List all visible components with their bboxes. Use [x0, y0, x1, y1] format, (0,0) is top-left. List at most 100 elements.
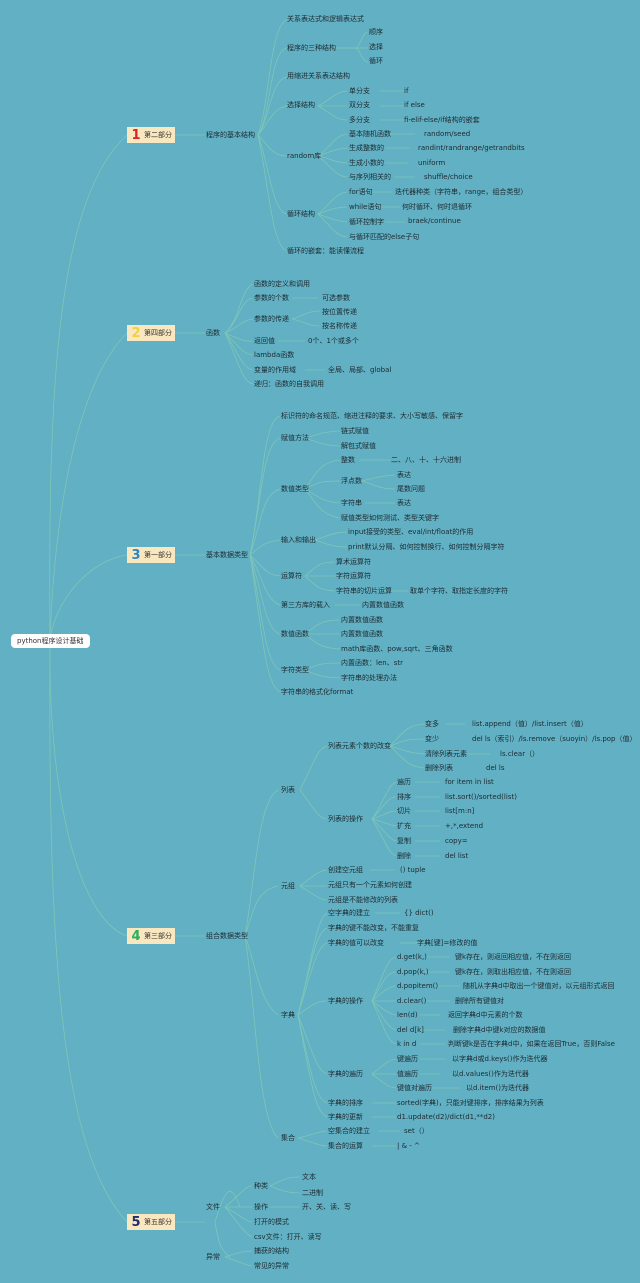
node[interactable]: 以d.item()为迭代器: [466, 1084, 529, 1092]
node[interactable]: 循环控制字: [349, 218, 384, 226]
node[interactable]: 键遍历: [397, 1055, 418, 1063]
node[interactable]: 打开的模式: [254, 1218, 289, 1226]
node[interactable]: 单分支: [349, 87, 370, 95]
node[interactable]: d.pop(k,): [397, 968, 429, 976]
section-2-node[interactable]: 2 第四部分: [127, 325, 175, 341]
node[interactable]: 字符串的处理办法: [341, 674, 397, 682]
node[interactable]: 键k存在，则取出相应值，不在则返回: [455, 968, 572, 976]
node[interactable]: +,*,extend: [445, 822, 484, 830]
topic-program-structure[interactable]: 程序的基本结构: [206, 131, 255, 139]
node[interactable]: 参数的传递: [254, 315, 289, 323]
node[interactable]: 与循环匹配的else子句: [349, 233, 420, 241]
node[interactable]: copy=: [445, 837, 468, 845]
node[interactable]: 删除: [397, 852, 411, 860]
topic-functions[interactable]: 函数: [206, 329, 220, 337]
node[interactable]: random库: [287, 152, 322, 160]
node[interactable]: 赋值方法: [281, 434, 309, 442]
node[interactable]: uniform: [418, 159, 446, 167]
node[interactable]: 删除字典d中键k对应的数据值: [453, 1026, 546, 1034]
node[interactable]: 操作: [254, 1203, 268, 1211]
node[interactable]: 表达: [397, 471, 411, 479]
node[interactable]: 可选参数: [322, 294, 350, 302]
node[interactable]: 函数的定义和调用: [254, 280, 310, 288]
section-5-node[interactable]: 5 第五部分: [127, 1214, 175, 1230]
node[interactable]: 选择: [369, 43, 383, 51]
node[interactable]: 0个、1个或多个: [308, 337, 359, 345]
node[interactable]: 遍历: [397, 778, 411, 786]
node[interactable]: sorted(字典)，只能对键排序，排序结果为列表: [397, 1099, 544, 1107]
node[interactable]: 双分支: [349, 101, 370, 109]
node[interactable]: math库函数、pow,sqrt、三角函数: [341, 645, 453, 653]
node[interactable]: 字典: [281, 1011, 295, 1019]
node[interactable]: 种类: [254, 1182, 268, 1190]
node[interactable]: 循环: [369, 57, 383, 65]
node[interactable]: 按名称传递: [322, 322, 357, 330]
node[interactable]: 字符运算符: [336, 572, 371, 580]
node[interactable]: 按位置传递: [322, 308, 357, 316]
node[interactable]: 创建空元组: [328, 866, 363, 874]
node[interactable]: 排序: [397, 793, 411, 801]
section-1-node[interactable]: 1 第二部分: [127, 127, 175, 143]
node[interactable]: 递归：函数的自我调用: [254, 380, 324, 388]
node[interactable]: 字符串的格式化format: [281, 688, 354, 696]
node[interactable]: 常见的异常: [254, 1262, 289, 1270]
node[interactable]: 赋值类型如何测试、类型关键字: [341, 514, 439, 522]
node[interactable]: 第三方库的载入: [281, 601, 330, 609]
node[interactable]: list[m:n]: [445, 807, 475, 815]
node[interactable]: 二进制: [302, 1189, 323, 1197]
section-4-node[interactable]: 4 第三部分: [127, 928, 175, 944]
topic-basic-types[interactable]: 基本数据类型: [206, 551, 248, 559]
node[interactable]: while语句: [349, 203, 382, 211]
node[interactable]: 算术运算符: [336, 558, 371, 566]
node[interactable]: 表达: [397, 499, 411, 507]
node[interactable]: ls.clear（）: [500, 750, 540, 758]
node[interactable]: shuffle/choice: [424, 173, 473, 181]
node[interactable]: 迭代器种类（字符串，range，组合类型）: [395, 188, 528, 196]
node[interactable]: 变少: [425, 735, 439, 743]
node[interactable]: 生成整数的: [349, 144, 384, 152]
node[interactable]: 变多: [425, 720, 439, 728]
node[interactable]: 循环的嵌套：能读懂流程: [287, 247, 364, 255]
section-3-node[interactable]: 3 第一部分: [127, 547, 175, 563]
node[interactable]: 空字典的建立: [328, 909, 370, 917]
node[interactable]: 捕获的结构: [254, 1247, 289, 1255]
node[interactable]: {} dict(): [404, 909, 434, 917]
node[interactable]: 开、关、读、写: [302, 1203, 351, 1211]
node[interactable]: set（）: [404, 1127, 429, 1135]
node[interactable]: del d[k]: [397, 1026, 424, 1034]
node[interactable]: 清除列表元素: [425, 750, 467, 758]
node[interactable]: 字典的操作: [328, 997, 363, 1005]
node[interactable]: 字典的更新: [328, 1113, 363, 1121]
node[interactable]: 字典的排序: [328, 1099, 363, 1107]
node[interactable]: 元组是不能修改的列表: [328, 896, 398, 904]
node[interactable]: 内置数值函数: [341, 630, 383, 638]
node[interactable]: if else: [404, 101, 425, 109]
node[interactable]: 输入和输出: [281, 536, 316, 544]
node[interactable]: lambda函数: [254, 351, 295, 359]
node[interactable]: 随机从字典d中取出一个键值对，以元组形式返回: [463, 982, 615, 990]
node[interactable]: 尾数问题: [397, 485, 425, 493]
node[interactable]: 用缩进关系表达结构: [287, 72, 350, 80]
node[interactable]: 以d.values()作为迭代器: [452, 1070, 529, 1078]
node[interactable]: csv文件：打开、读写: [254, 1233, 322, 1241]
node[interactable]: 解包式赋值: [341, 442, 376, 450]
node[interactable]: 键k存在，则返回相应值，不在则返回: [455, 953, 572, 961]
node[interactable]: 内置数值函数: [341, 616, 383, 624]
node[interactable]: 变量的作用域: [254, 366, 296, 374]
node[interactable]: 浮点数: [341, 477, 362, 485]
node[interactable]: d.clear(): [397, 997, 427, 1005]
node[interactable]: 与序列相关的: [349, 173, 391, 181]
node[interactable]: 集合: [281, 1134, 295, 1142]
node[interactable]: 文本: [302, 1173, 316, 1181]
node[interactable]: 顺序: [369, 28, 383, 36]
node[interactable]: 切片: [397, 807, 411, 815]
node[interactable]: input接受的类型、eval/int/float的作用: [348, 528, 474, 536]
node[interactable]: 集合的运算: [328, 1142, 363, 1150]
topic-compound-types[interactable]: 组合数据类型: [206, 932, 248, 940]
node[interactable]: () tuple: [400, 866, 426, 874]
node[interactable]: randint/randrange/getrandbits: [418, 144, 525, 152]
node[interactable]: 取单个字符、取指定长度的字符: [410, 587, 508, 595]
node[interactable]: 链式赋值: [341, 427, 369, 435]
node[interactable]: 何时循环、何时退循环: [402, 203, 472, 211]
node[interactable]: 多分支: [349, 116, 370, 124]
